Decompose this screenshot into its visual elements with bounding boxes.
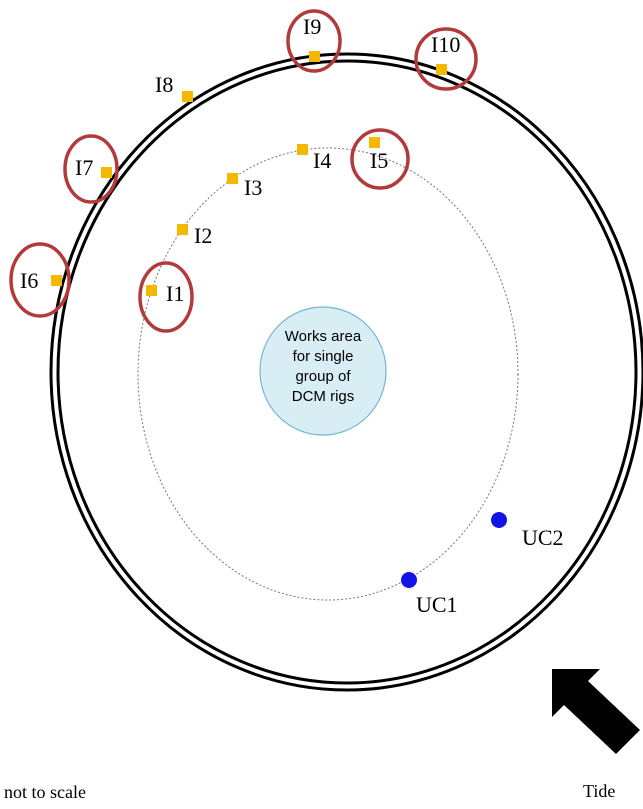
instrument-marker-i8 [182,91,193,102]
outer-boundary-ring-inner [56,59,638,685]
instrument-marker-i7 [101,167,112,178]
instrument-label-i1: I1 [166,281,184,306]
works-area-line-3: group of [295,368,351,385]
instrument-label-i10: I10 [431,32,460,57]
works-area-line-2: for single [293,348,354,365]
instrument-marker-i6 [51,275,62,286]
tide-indicator: Tide [552,669,640,801]
highlight-circle-i1 [138,261,194,333]
instrument-marker-i5 [369,137,380,148]
highlight-circle-i7 [63,134,119,204]
works-area-line-4: DCM rigs [292,388,355,405]
instrument-marker-i1 [146,285,157,296]
instrument-marker-i10 [436,64,447,75]
uc-point-uc2 [491,512,507,528]
inner-dotted-ring [137,147,519,601]
works-area: Works area for single group of DCM rigs [259,306,387,436]
instrument-marker-i2 [177,224,188,235]
instrument-markers: I1 I2 I3 I4 I5 I6 I7 I8 I9 I10 [9,9,478,333]
instrument-marker-i9 [309,51,320,62]
tide-arrow-icon [552,669,640,754]
not-to-scale-note: not to scale [4,782,86,802]
works-area-line-1: Works area [285,328,362,345]
instrument-label-i3: I3 [244,175,262,200]
instrument-label-i6: I6 [20,268,38,293]
instrument-label-i7: I7 [75,155,93,180]
outer-boundary [49,52,643,692]
highlight-circle-i5 [350,128,410,190]
outer-boundary-ring-outer [49,52,643,692]
highlight-circle-i6 [9,242,71,318]
uc-label-uc1: UC1 [416,592,458,617]
instrument-label-i8: I8 [155,72,173,97]
instrument-label-i5: I5 [370,148,388,173]
instrument-label-i9: I9 [303,14,321,39]
instrument-marker-i4 [297,144,308,155]
uc-points: UC1 UC2 [401,512,564,617]
instrument-marker-i3 [227,173,238,184]
instrument-label-i2: I2 [194,223,212,248]
instrument-label-i4: I4 [313,148,331,173]
uc-label-uc2: UC2 [522,525,564,550]
uc-point-uc1 [401,572,417,588]
highlight-circle-i9 [286,9,342,73]
highlight-circle-i10 [414,27,478,91]
tide-label: Tide [583,781,615,801]
works-area-ellipse [259,306,387,436]
